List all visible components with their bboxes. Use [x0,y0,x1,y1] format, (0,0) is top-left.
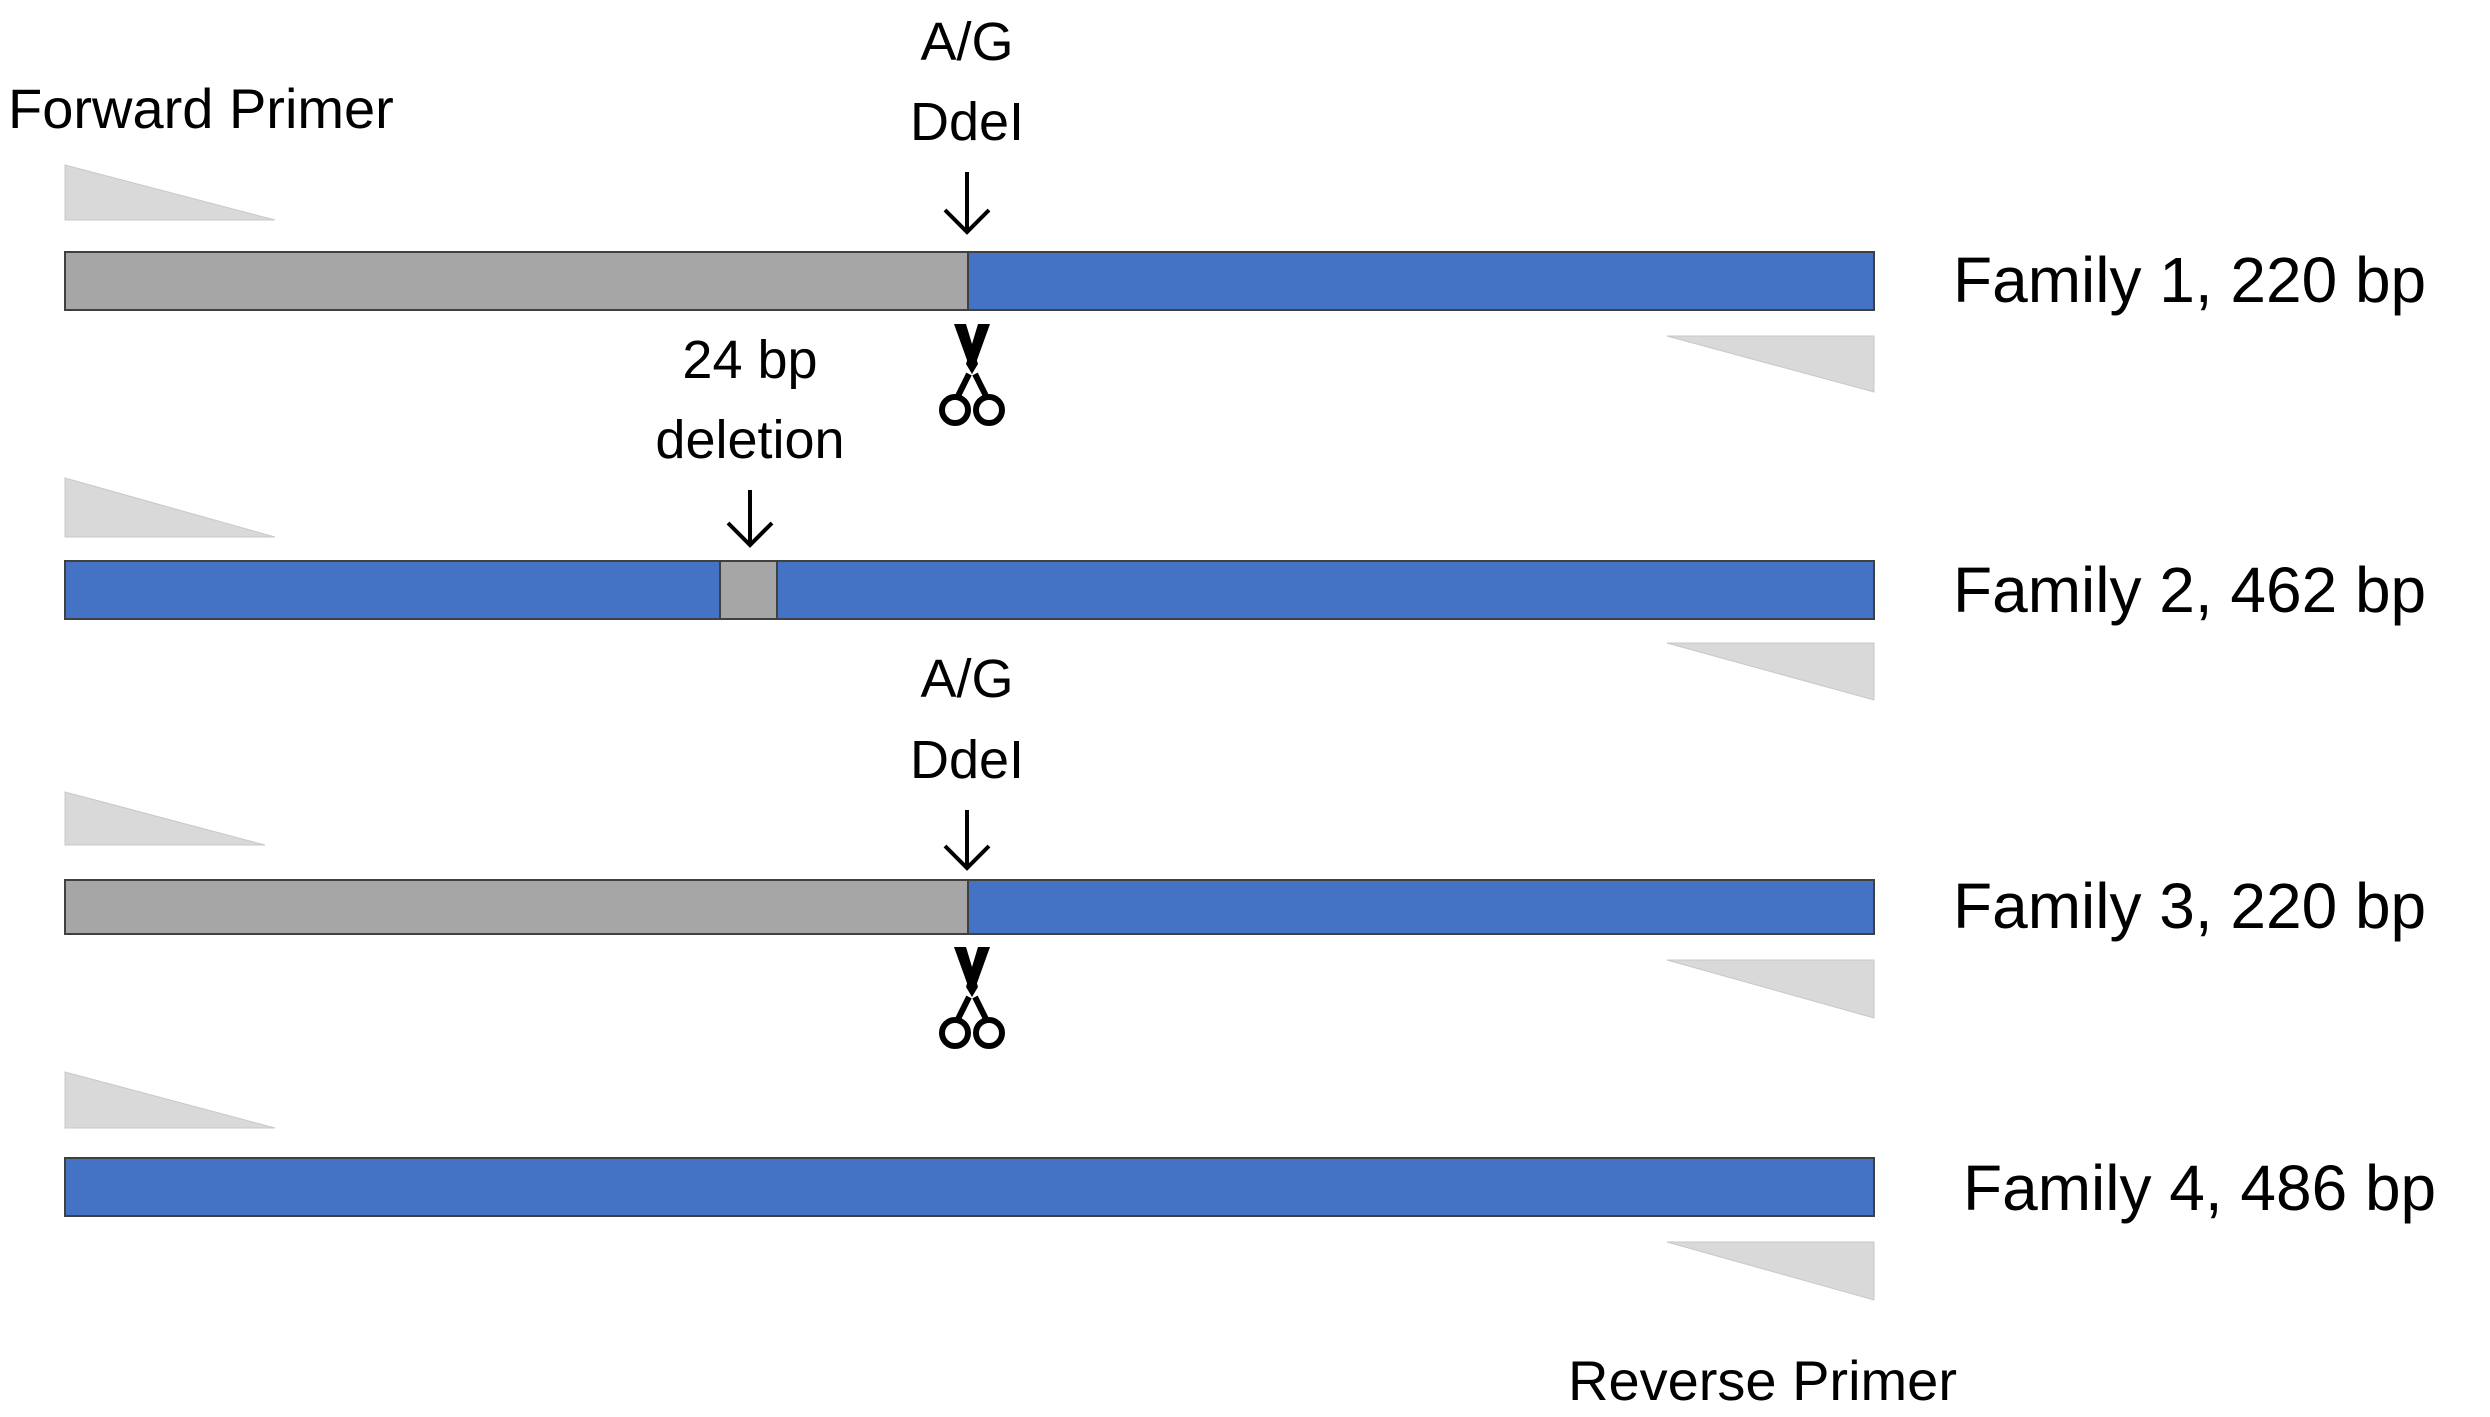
reverse-primer-arrow [1666,335,1875,393]
reverse-primer-arrow [1666,1241,1875,1301]
family-3-label: Family 3, 220 bp [1953,870,2426,942]
down-arrow-icon [943,810,991,871]
amplicon-segment-grey [64,251,969,311]
amplicon-segment-blue [64,560,721,620]
reverse-primer-label: Reverse Primer [1568,1349,1957,1412]
amplicon-segment-blue [64,1157,1875,1217]
forward-primer-arrow [64,791,266,846]
amplicon-segment-blue [776,560,1875,620]
forward-primer-arrow [64,1071,276,1129]
family-2-row: 24 bp deletion Family 2, 462 bp [64,330,2426,701]
deletion-annotation-line-2: deletion [655,410,844,470]
forward-primer-arrow [64,164,276,221]
amplicon-segment-grey [64,879,969,935]
amplicon-segment-blue [967,879,1875,935]
down-arrow-icon [943,172,991,235]
scissors-icon [939,324,1005,426]
reverse-primer-arrow [1666,959,1875,1019]
family-4-row: Family 4, 486 bp [64,1071,2436,1301]
family-3-row: A/G DdeI Family 3, 220 bp [64,649,2426,1049]
reverse-primer-arrow [1666,642,1875,701]
snp-annotation-line-1: A/G [920,649,1013,709]
enzyme-annotation-line-2: DdeI [910,730,1024,790]
forward-primer-label: Forward Primer [8,77,394,140]
forward-primer-arrow [64,477,276,538]
snp-annotation-line-1: A/G [920,12,1013,72]
family-4-label: Family 4, 486 bp [1963,1152,2436,1224]
deletion-annotation-line-1: 24 bp [682,330,817,390]
enzyme-annotation-line-2: DdeI [910,92,1024,152]
scissors-icon [939,947,1005,1049]
family-1-label: Family 1, 220 bp [1953,244,2426,316]
down-arrow-icon [726,490,774,548]
family-2-label: Family 2, 462 bp [1953,554,2426,626]
amplicon-segment-blue [967,251,1875,311]
family-1-row: A/G DdeI Family 1, 220 bp [64,12,2426,426]
deletion-segment-grey [719,560,778,620]
